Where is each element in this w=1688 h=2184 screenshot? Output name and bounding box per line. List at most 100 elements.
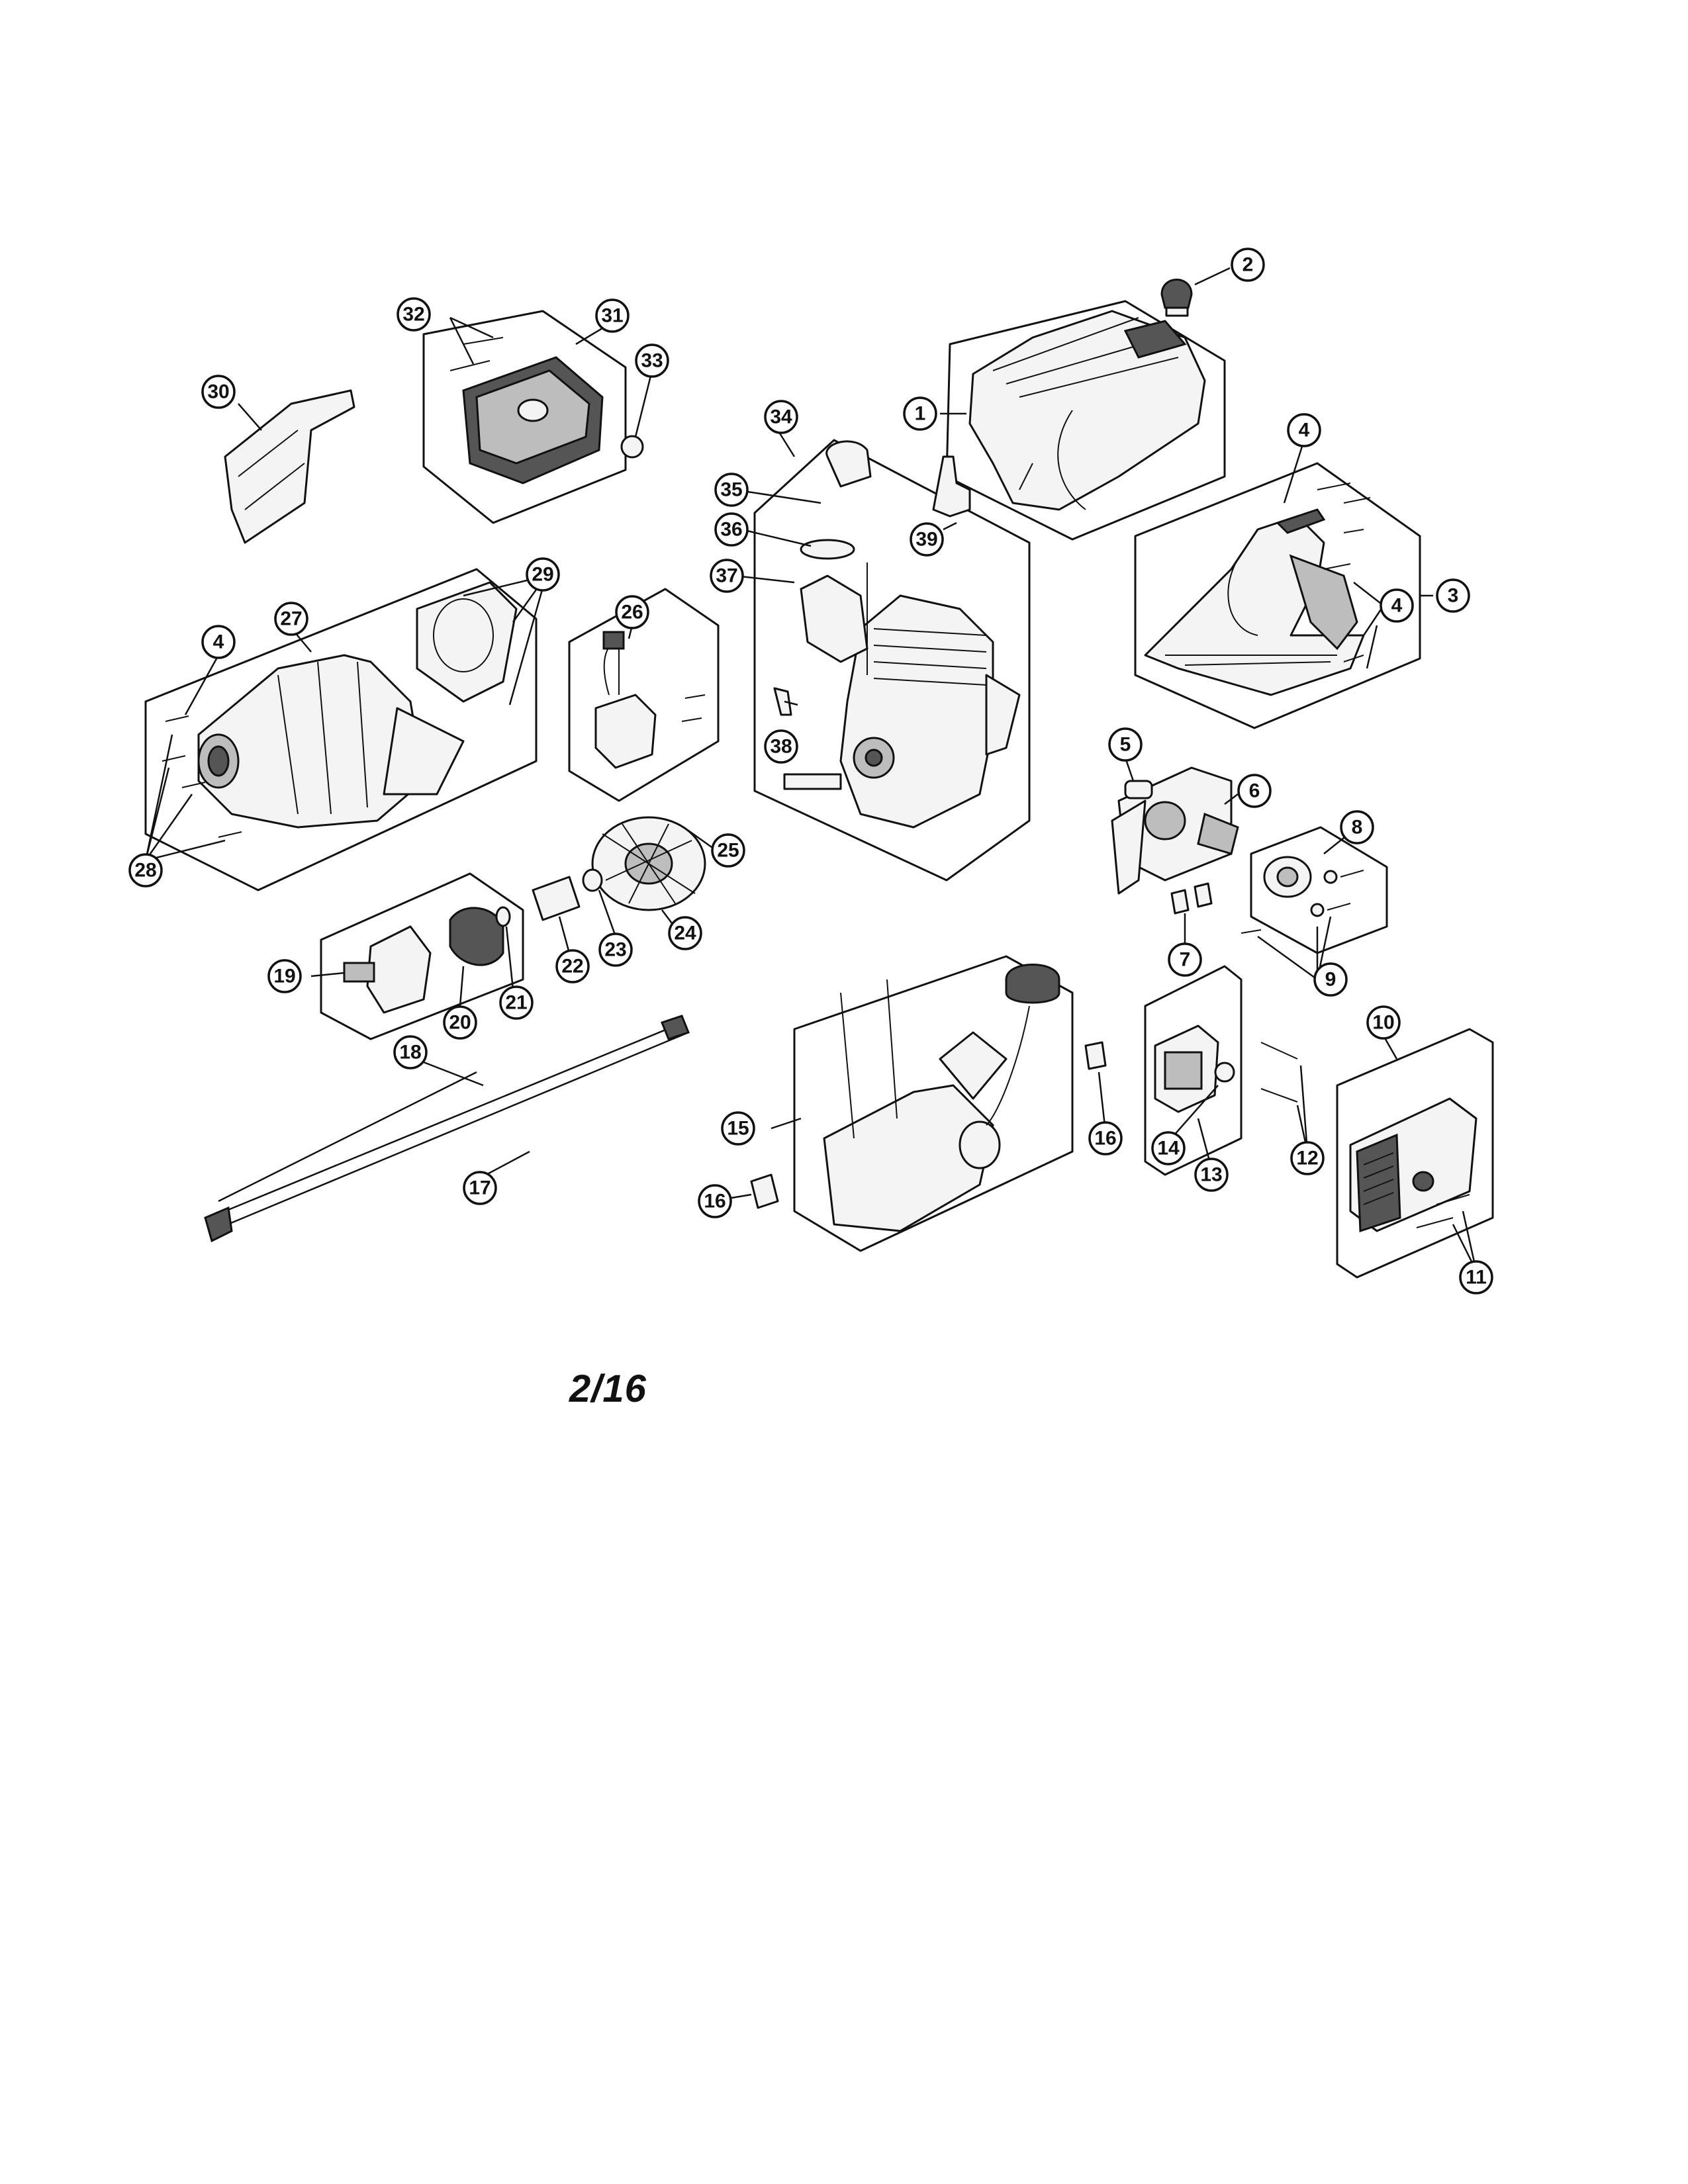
air-filter-cover-part (1349, 1097, 1477, 1233)
svg-text:7: 7 (1180, 949, 1191, 971)
washer-21-part (495, 906, 511, 927)
svg-text:14: 14 (1157, 1138, 1180, 1160)
callout-19: 19 (267, 959, 302, 993)
clutch-drum-part (343, 925, 432, 1014)
callout-39: 39 (910, 522, 944, 557)
svg-text:6: 6 (1249, 780, 1260, 802)
svg-text:33: 33 (641, 350, 663, 372)
callout-26: 26 (615, 595, 649, 629)
svg-text:16: 16 (704, 1191, 726, 1212)
group-outline-27 (144, 568, 538, 891)
svg-text:20: 20 (449, 1012, 471, 1034)
carburetor-part (1154, 1024, 1235, 1113)
svg-text:36: 36 (720, 519, 742, 541)
washer-23-part (582, 868, 603, 892)
callout-3: 3 (1436, 578, 1470, 613)
svg-text:16: 16 (1094, 1128, 1116, 1150)
clutch-shoe-part (449, 907, 504, 966)
callout-38: 38 (764, 729, 798, 764)
svg-text:11: 11 (1466, 1267, 1487, 1289)
svg-text:8: 8 (1352, 817, 1363, 839)
svg-text:29: 29 (532, 564, 553, 586)
svg-text:32: 32 (402, 304, 424, 326)
callout-29: 29 (526, 557, 560, 592)
group-outline-19 (320, 872, 524, 1040)
callout-1: 1 (903, 396, 937, 431)
callout-22: 22 (555, 949, 590, 983)
svg-text:18: 18 (399, 1042, 421, 1064)
spark-plug-part (932, 455, 971, 518)
screw-38-part (773, 687, 792, 716)
callout-18: 18 (393, 1035, 428, 1069)
svg-text:35: 35 (720, 479, 742, 501)
callout-4-left: 4 (201, 625, 236, 659)
callout-21: 21 (499, 985, 534, 1020)
handle-frame-part (1144, 482, 1371, 696)
callout-23: 23 (598, 933, 633, 967)
callout-16-left: 16 (698, 1184, 732, 1218)
callout-10: 10 (1366, 1005, 1401, 1040)
air-filter-base-part (1241, 856, 1364, 934)
svg-text:10: 10 (1372, 1012, 1394, 1034)
callout-32: 32 (397, 297, 431, 332)
callout-5: 5 (1108, 727, 1143, 762)
svg-text:1: 1 (915, 403, 926, 425)
grommet-16-right-part (1084, 1041, 1107, 1070)
svg-text:3: 3 (1448, 585, 1459, 607)
svg-text:4: 4 (1391, 595, 1403, 617)
callout-16-right: 16 (1088, 1121, 1123, 1156)
callout-24: 24 (668, 916, 702, 950)
svg-text:12: 12 (1296, 1148, 1318, 1169)
callout-12: 12 (1290, 1141, 1325, 1175)
callout-25: 25 (711, 833, 745, 868)
svg-text:4: 4 (213, 631, 224, 653)
svg-text:34: 34 (770, 406, 792, 428)
svg-text:4: 4 (1299, 420, 1310, 441)
svg-text:27: 27 (280, 608, 302, 630)
bushing-7-part (1170, 882, 1213, 915)
heat-shield-part (224, 389, 355, 544)
group-outline-26 (568, 588, 720, 802)
svg-text:21: 21 (505, 992, 527, 1014)
group-outline-31 (422, 310, 627, 524)
svg-text:25: 25 (717, 840, 739, 862)
svg-text:24: 24 (674, 923, 696, 944)
callout-20: 20 (443, 1005, 477, 1040)
muffler-part (449, 337, 644, 484)
callout-14: 14 (1151, 1131, 1186, 1165)
callout-4-top: 4 (1287, 413, 1321, 447)
svg-text:9: 9 (1325, 969, 1336, 991)
flywheel-part (591, 816, 706, 911)
svg-text:38: 38 (770, 736, 792, 758)
callout-17: 17 (463, 1171, 497, 1205)
page-number: 2/16 (569, 1367, 647, 1410)
callout-36: 36 (714, 512, 749, 547)
callout-35: 35 (714, 473, 749, 507)
svg-text:30: 30 (207, 381, 229, 403)
svg-text:2: 2 (1243, 254, 1254, 276)
svg-text:39: 39 (915, 529, 937, 551)
svg-text:26: 26 (621, 602, 643, 623)
callout-30: 30 (201, 375, 236, 409)
callout-15: 15 (721, 1111, 755, 1146)
callout-13: 13 (1194, 1158, 1229, 1192)
callout-2: 2 (1231, 248, 1265, 282)
engine-block-part (783, 563, 1021, 829)
svg-text:23: 23 (604, 939, 626, 961)
svg-text:22: 22 (561, 956, 583, 978)
callout-28: 28 (128, 853, 163, 887)
grommet-16-left-part (750, 1173, 779, 1209)
callout-34: 34 (764, 400, 798, 434)
callout-27: 27 (274, 602, 308, 636)
svg-text:15: 15 (727, 1118, 749, 1140)
ignition-coil-part (594, 631, 706, 769)
clutch-housing-part (162, 581, 518, 838)
spacer-22-part (532, 876, 581, 921)
group-outline-10 (1336, 1028, 1494, 1279)
callout-4-right: 4 (1380, 588, 1414, 623)
boot-part (800, 440, 872, 663)
primer-bulb-part (1160, 279, 1193, 317)
svg-text:31: 31 (601, 305, 623, 327)
svg-text:37: 37 (716, 565, 737, 587)
